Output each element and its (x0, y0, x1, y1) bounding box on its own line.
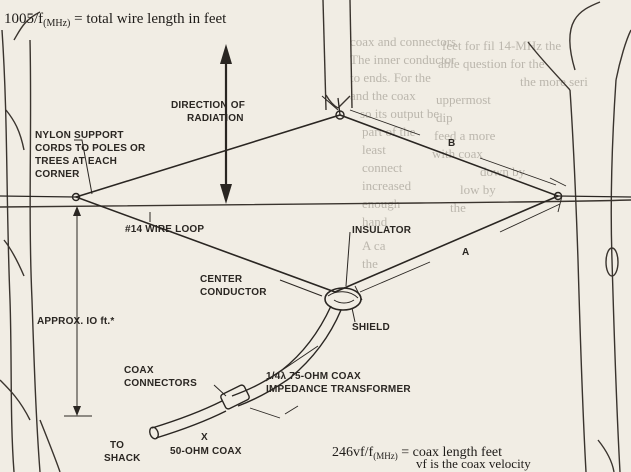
background-text-block: feet for fil 14-MHz the able question fo… (350, 34, 588, 271)
label-direction-line1: DIRECTION OF (171, 100, 245, 111)
right-tree (527, 1, 631, 472)
bg-text-1: able question for the (438, 56, 545, 71)
bg-text-4: dip (436, 110, 453, 125)
leader-lines (74, 95, 356, 397)
bg-text-12: to ends. For the (350, 70, 431, 85)
formula-top-subscript: (MHz) (43, 18, 70, 29)
label-nylon-line4: CORNER (35, 169, 80, 180)
formula-top-prefix: 1005/f (4, 11, 43, 27)
bg-text-10: coax and connectors (350, 34, 456, 49)
label-approx-height: APPROX. IO ft.* (37, 316, 114, 327)
label-x-mark: X (201, 432, 208, 443)
bg-text-8: low by (460, 182, 496, 197)
formula-top-suffix: = total wire length in feet (70, 11, 227, 27)
cord-top (337, 97, 341, 116)
label-insulator: INSULATOR (352, 225, 412, 236)
bg-text-3: uppermost (436, 92, 491, 107)
bg-text-17: connect (362, 160, 403, 175)
label-center-line1: CENTER (200, 274, 243, 285)
label-nylon-line2: CORDS TO POLES OR (35, 143, 146, 154)
bg-text-7: down by (480, 164, 526, 179)
label-wire-loop: #14 WIRE LOOP (125, 224, 204, 235)
label-coax-conn-line1: COAX (124, 365, 154, 376)
height-dimension (64, 206, 92, 417)
bg-text-9: the (450, 200, 466, 215)
label-side-a: A (462, 247, 469, 258)
label-side-b: B (448, 138, 455, 149)
left-tree (0, 11, 61, 472)
bg-text-21: A ca (362, 238, 386, 253)
cord-left (0, 195, 77, 198)
bg-text-0: feet for fil 14-MHz the (442, 38, 561, 53)
label-transformer-line1: 1/4λ 75-OHM COAX (266, 371, 361, 382)
label-nylon-line3: TREES AT EACH (35, 156, 117, 167)
formula-bottom-suffix: = coax length feet (398, 445, 502, 460)
bg-text-13: and the coax (350, 88, 416, 103)
corner-insulators (71, 110, 563, 202)
label-coax-50: 50-OHM COAX (170, 446, 242, 457)
label-center-line2: CONDUCTOR (200, 287, 267, 298)
label-shield: SHIELD (352, 322, 390, 333)
bg-text-16: least (362, 142, 386, 157)
label-nylon-line1: NYLON SUPPORT (35, 130, 124, 141)
label-coax-conn-line2: CONNECTORS (124, 378, 197, 389)
bg-text-6: with coax (432, 146, 483, 161)
label-to-shack-line2: SHACK (104, 453, 141, 464)
bg-text-11: The inner conductor (350, 52, 456, 67)
x-dimension (249, 405, 299, 419)
label-direction-line2: RADIATION (187, 113, 244, 124)
bg-text-22: the (362, 256, 378, 271)
cord-right (557, 195, 631, 198)
label-transformer-line2: IMPEDANCE TRANSFORMER (266, 384, 411, 395)
direction-arrow (220, 44, 232, 204)
formula-top: 1005/f(MHz) = total wire length in feet (4, 11, 227, 29)
formula-bottom: 246vf/f(MHz) = coax length feet (332, 445, 502, 461)
formula-bottom-subscript: (MHz) (373, 451, 398, 461)
bg-text-20: hand (362, 214, 388, 229)
bg-text-14: so its output be (360, 106, 439, 121)
formula-bottom-note: vf is the coax velocity (416, 456, 531, 471)
center-pole (322, 0, 353, 111)
bg-text-2: the more seri (520, 74, 588, 89)
formula-bottom-prefix: 246vf/f (332, 445, 374, 460)
side-dimensions (349, 109, 567, 301)
bg-text-5: feed a more (434, 128, 496, 143)
bg-text-18: increased (362, 178, 412, 193)
label-to-shack-line1: TO (110, 440, 124, 451)
